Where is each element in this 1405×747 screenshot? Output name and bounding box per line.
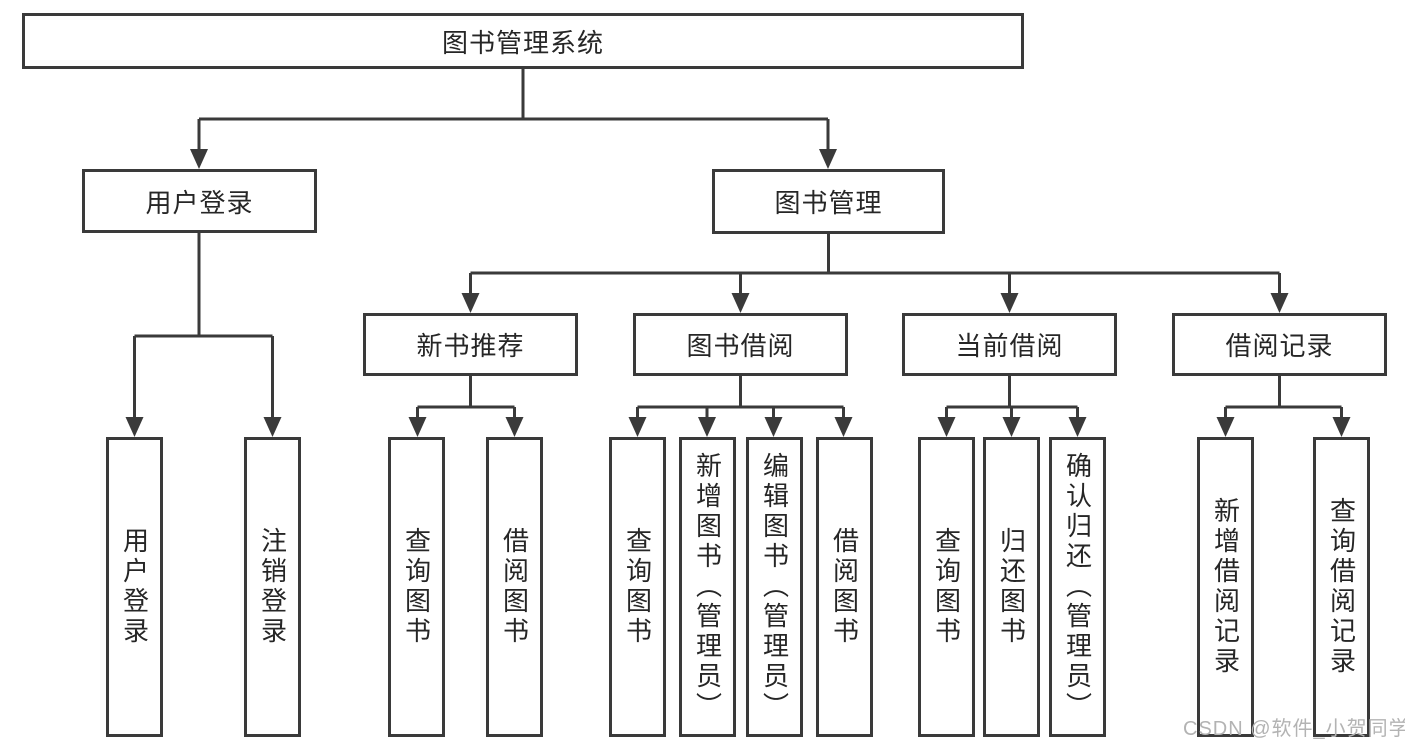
leaf-confirm-return-admin: 确认归还（管理员） — [1049, 437, 1106, 737]
leaf-label: 查询图书 — [401, 527, 432, 647]
node-root-title: 图书管理系统 — [22, 13, 1024, 69]
leaf-add-books-admin: 新增图书（管理员） — [679, 437, 736, 737]
leaf-label: 注销登录 — [257, 527, 288, 647]
leaf-label: 查询图书 — [622, 527, 653, 647]
leaf-label: 新增借阅记录 — [1210, 497, 1241, 677]
leaf-query-books-3: 查询图书 — [918, 437, 975, 737]
leaf-label: 借阅图书 — [829, 527, 860, 647]
leaf-edit-books-admin: 编辑图书（管理员） — [746, 437, 803, 737]
leaf-label: 确认归还（管理员） — [1062, 452, 1093, 722]
leaf-label: 编辑图书（管理员） — [759, 452, 790, 722]
leaf-label: 归还图书 — [996, 527, 1027, 647]
leaf-borrow-books-2: 借阅图书 — [816, 437, 873, 737]
leaf-label: 用户登录 — [119, 527, 150, 647]
leaf-borrow-books-1: 借阅图书 — [486, 437, 543, 737]
node-book-management: 图书管理 — [712, 169, 945, 234]
leaf-query-borrow-record: 查询借阅记录 — [1313, 437, 1370, 737]
node-user-login: 用户登录 — [82, 169, 317, 233]
leaf-query-books-2: 查询图书 — [609, 437, 666, 737]
leaf-label: 查询图书 — [931, 527, 962, 647]
node-borrow-records: 借阅记录 — [1172, 313, 1387, 376]
arrowheads — [125, 149, 1351, 437]
leaf-return-books: 归还图书 — [983, 437, 1040, 737]
leaf-label: 新增图书（管理员） — [692, 452, 723, 722]
leaf-label: 借阅图书 — [499, 527, 530, 647]
leaf-user-login: 用户登录 — [106, 437, 163, 737]
node-current-borrow: 当前借阅 — [902, 313, 1117, 376]
leaf-logout: 注销登录 — [244, 437, 301, 737]
leaf-query-books-1: 查询图书 — [388, 437, 445, 737]
node-book-borrow: 图书借阅 — [633, 313, 848, 376]
node-new-book-recommend: 新书推荐 — [363, 313, 578, 376]
watermark: CSDN @软件_小贺同学 — [1183, 718, 1405, 740]
leaf-add-borrow-record: 新增借阅记录 — [1197, 437, 1254, 737]
leaf-label: 查询借阅记录 — [1326, 497, 1357, 677]
